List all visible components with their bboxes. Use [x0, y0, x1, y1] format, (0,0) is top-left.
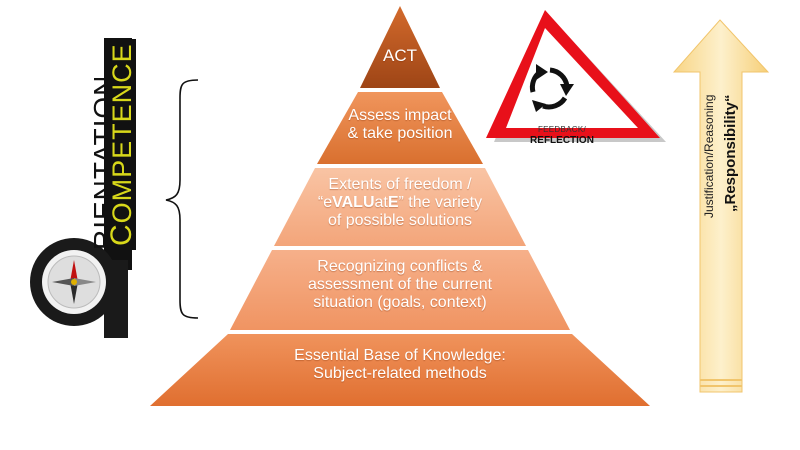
pyramid-layer-freedom: [274, 168, 526, 246]
responsibility-label: „Responsibility“: [722, 94, 739, 212]
knowledge-base-label: Essential Base of Knowledge: Subject-rel…: [294, 347, 506, 382]
pyramid-layer-act: [360, 6, 440, 88]
pyramid-layer-recognizing: [230, 250, 570, 330]
arrow-base-stripes: [700, 379, 742, 387]
competence-word: COMPETENCE: [105, 39, 138, 250]
compass-icon: [52, 260, 96, 304]
feedback-label: FEEDBACK/: [537, 125, 587, 134]
act-label: ACT: [383, 46, 417, 65]
cycle-arrowheads: [532, 64, 574, 112]
recognizing-conflicts-label: Recognizing conflicts & assessment of th…: [307, 258, 493, 311]
responsibility-arrow: [672, 19, 770, 393]
pyramid-layer-assess: [317, 92, 483, 164]
curly-brace: [165, 79, 199, 319]
pyramid-layer-base: [150, 334, 650, 406]
extents-of-freedom-label: Extents of freedom / “eVALUatE” the vari…: [317, 176, 483, 229]
assess-impact-label: Assess impact & take position: [347, 107, 453, 142]
justification-label: Justification/Reasoning: [702, 94, 716, 218]
reflection-label: REFLECTION: [530, 135, 594, 146]
